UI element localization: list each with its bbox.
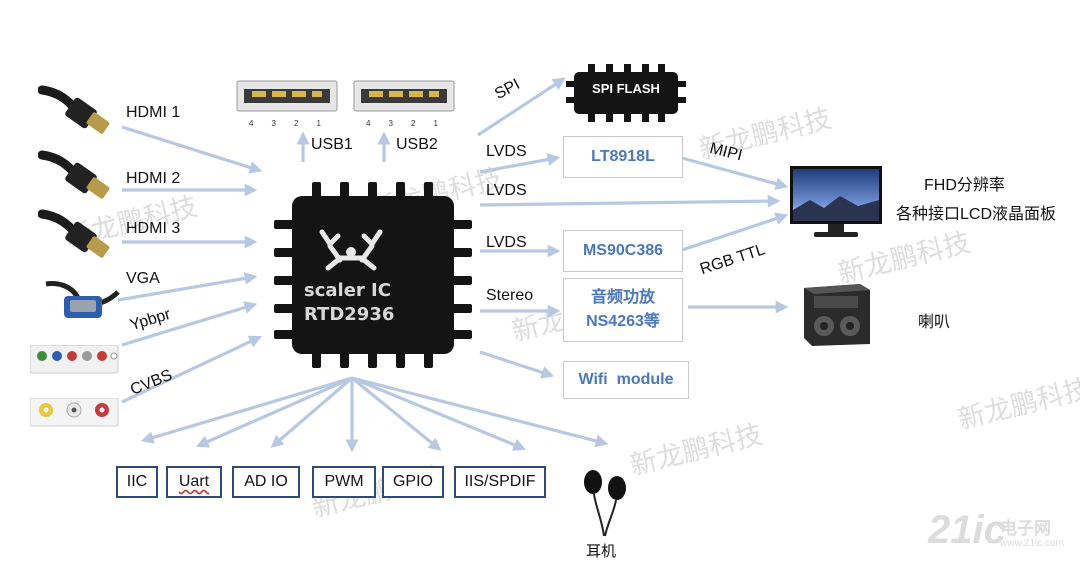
label-hdmi2: HDMI 2 <box>126 170 181 187</box>
arrow-wifi <box>479 350 555 379</box>
chip-label-line2: RTD2936 <box>304 304 395 325</box>
label-lvds-mid: LVDS <box>486 182 527 199</box>
site-watermark: 21ic 电子网 www.21ic.com <box>928 508 1074 558</box>
peripheral-gpio: GPIO <box>382 466 444 498</box>
audio-amp-line2: NS4263等 <box>586 313 660 330</box>
usb-pin: 1 <box>433 119 438 128</box>
arrow-lvds-panel <box>479 194 781 208</box>
label-panel-line1: FHD分辨率 <box>924 177 1005 194</box>
peripheral-iic: IIC <box>116 466 158 498</box>
label-usb1: USB1 <box>311 136 353 153</box>
arrow-iis <box>351 376 527 451</box>
component-ports-icon <box>30 345 119 374</box>
spi-flash-pins <box>566 64 686 122</box>
label-vga: VGA <box>126 270 160 287</box>
spi-flash-label: SPI FLASH <box>592 81 660 96</box>
arrow-iic <box>140 376 353 444</box>
peripheral-pwm: PWM <box>312 466 376 498</box>
usb-port-icon <box>236 80 338 112</box>
label-speaker: 喇叭 <box>918 314 951 331</box>
usb-pin: 2 <box>294 119 299 128</box>
usb-pin: 4 <box>366 119 371 128</box>
hdmi-cable-icon <box>38 85 110 134</box>
chip-label-line1: scaler IC <box>304 280 391 301</box>
peripheral-uart-label: Uart <box>178 473 210 490</box>
arrow-gpio <box>350 376 442 451</box>
label-usb2: USB2 <box>396 136 438 153</box>
peripheral-iis-spdif: IIS/SPDIF <box>454 466 546 498</box>
hdmi-cable-icon <box>38 209 110 258</box>
arrow-hdmi1 <box>121 125 263 174</box>
label-lvds-top: LVDS <box>486 143 527 160</box>
crab-logo-icon <box>319 229 383 271</box>
arrow-vga <box>117 272 258 302</box>
usb-pin: 1 <box>316 119 321 128</box>
earphone-icon <box>584 470 626 537</box>
label-earphone: 耳机 <box>586 543 617 560</box>
peripheral-adio: AD IO <box>232 466 300 498</box>
cvbs-ports-icon <box>30 398 119 427</box>
usb-pin: 2 <box>411 119 416 128</box>
usb-pin: 3 <box>271 119 276 128</box>
usb-port-1: 4 3 2 1 <box>236 80 338 130</box>
lt8918l-box: LT8918L <box>563 136 683 178</box>
arrow-lvds-lt8918l <box>479 153 561 174</box>
usb-port-2: 4 3 2 1 <box>353 80 455 130</box>
site-logo: 21ic <box>928 508 1006 552</box>
ms90c386-box: MS90C386 <box>563 230 683 272</box>
audio-amp-line1: 音频功放 <box>590 289 655 306</box>
label-stereo: Stereo <box>486 287 534 304</box>
scaler-chip: scaler IC RTD2936 <box>268 180 478 370</box>
usb-pin: 4 <box>249 119 254 128</box>
label-lvds-bottom: LVDS <box>486 234 527 251</box>
hdmi-cable-icon <box>38 150 110 199</box>
arrow-cvbs <box>121 335 263 404</box>
lcd-monitor-icon <box>790 166 882 237</box>
vga-cable-icon <box>45 281 120 318</box>
arrow-adio <box>270 376 354 448</box>
chip-pins <box>274 182 472 368</box>
label-hdmi1: HDMI 1 <box>126 104 181 121</box>
label-panel-line2: 各种接口LCD液晶面板 <box>896 206 1057 223</box>
usb-port-icon <box>353 80 455 112</box>
arrow-spi <box>477 77 566 137</box>
site-name-cn: 电子网 <box>1000 519 1051 538</box>
spi-flash-chip: SPI FLASH <box>566 64 686 122</box>
audio-amp-box: 音频功放 NS4263等 <box>563 278 683 342</box>
arrow-mipi <box>681 156 789 190</box>
usb-pin: 3 <box>388 119 393 128</box>
arrow-uart <box>195 376 353 448</box>
wifi-module-box: Wifi module <box>563 361 689 399</box>
site-url: www.21ic.com <box>1000 538 1064 549</box>
peripheral-uart: Uart <box>166 466 222 498</box>
arrow-earphone <box>351 376 609 448</box>
speaker-icon <box>804 284 870 346</box>
arrow-rgb-ttl <box>681 212 789 252</box>
arrow-ypbpr <box>121 301 258 347</box>
label-hdmi3: HDMI 3 <box>126 220 181 237</box>
